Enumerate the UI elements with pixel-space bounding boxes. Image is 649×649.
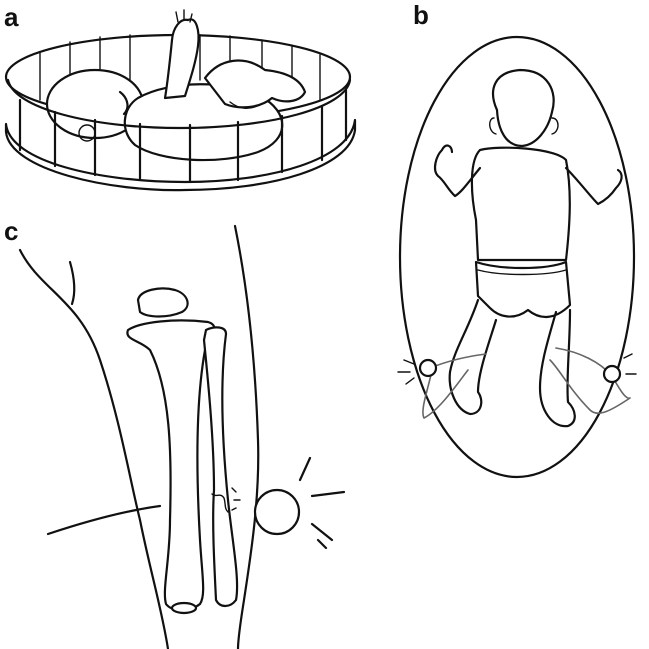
panel-label-a: a [4,2,19,32]
thigh-crease [46,504,162,536]
infant-diaper [474,260,572,318]
infant-right-arm [564,166,623,206]
baby-raised-arm [163,18,200,100]
leg-outline-left [18,248,170,649]
panel-label-b: b [413,0,429,30]
fibula [202,326,239,608]
infant-torso [470,146,571,262]
playpen-back-bars [39,34,321,101]
impact-radiating-lines [298,456,346,550]
baby-lying-supine [45,9,307,162]
marker-circle-right [602,364,622,384]
panel-a-playpen-scene [4,9,357,192]
panel-label-c: c [4,216,19,246]
distal-bone-end [170,601,198,615]
patella [136,287,189,318]
marker-circle-left [418,358,438,378]
playpen-front-rail [6,78,352,130]
panel-b-infant-outline [397,35,637,479]
infant-left-leg [448,298,498,416]
leg-outline-right [233,224,260,649]
playpen-front-bars [18,88,348,184]
fracture-marks [211,487,241,513]
playpen-base [4,118,357,192]
panel-c-leg-fracture [18,224,346,649]
infant-head [492,68,555,148]
oval-outline [398,35,636,479]
infant-right-leg [538,308,576,428]
tibia [126,319,216,612]
infant-left-arm [433,144,482,198]
impact-circle [253,488,301,536]
